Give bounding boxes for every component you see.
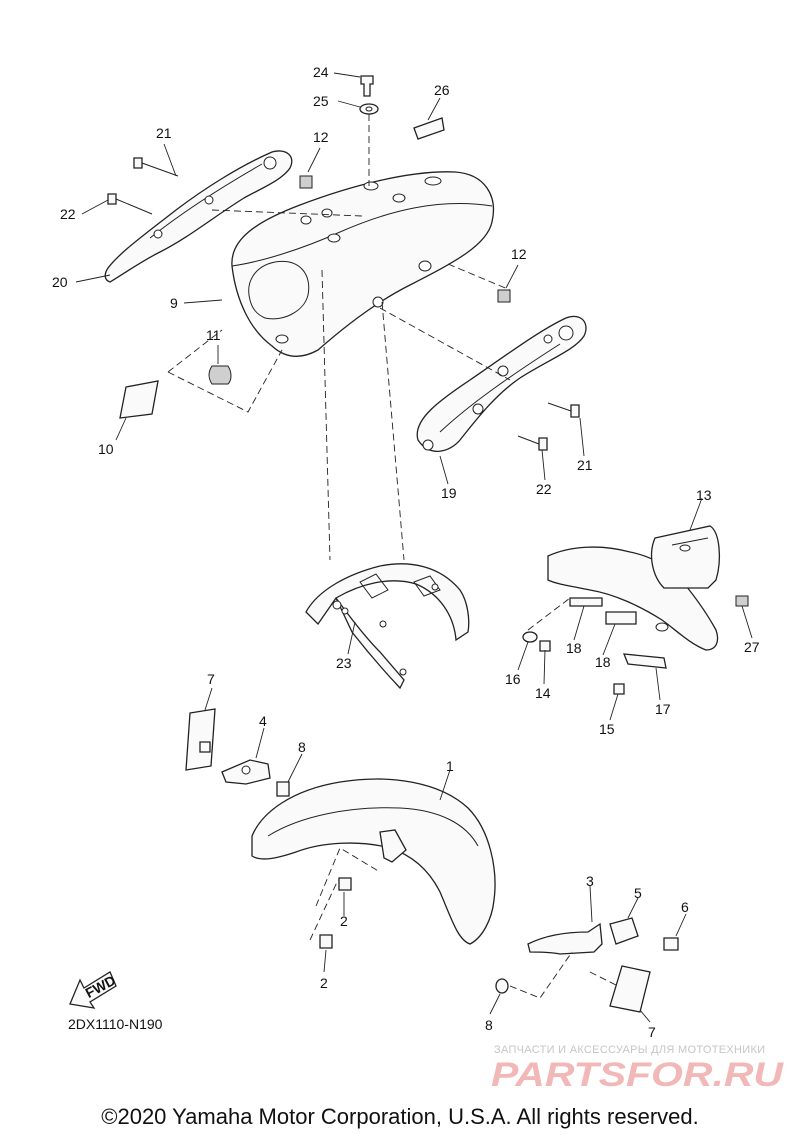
callout-6: 6	[681, 899, 689, 915]
callout-7: 7	[207, 671, 215, 687]
fender-stay	[305, 563, 470, 690]
fwd-arrow-icon: FWD	[69, 971, 118, 1009]
callout-18: 18	[595, 654, 611, 670]
callout-2: 2	[340, 913, 348, 929]
callout-21: 21	[577, 457, 593, 473]
callout-5: 5	[634, 885, 642, 901]
right-side-rail	[416, 315, 587, 452]
callouts: 24 25 26 21 12 22 20 9 12 11 10 19 21 22…	[52, 64, 760, 1040]
callout-17: 17	[655, 701, 671, 717]
callout-22: 22	[60, 206, 76, 222]
callout-13: 13	[696, 487, 712, 503]
callout-4: 4	[259, 713, 267, 729]
assembly-lines	[167, 114, 619, 999]
callout-26: 26	[434, 82, 450, 98]
watermark-tagline: ЗАПЧАСТИ И АКСЕССУАРЫ ДЛЯ МОТОТЕХНИКИ	[494, 1044, 766, 1056]
callout-10: 10	[98, 441, 114, 457]
callout-25: 25	[313, 93, 329, 109]
watermark-logo: PARTSFOR.RU	[491, 1056, 785, 1094]
callout-27: 27	[744, 639, 760, 655]
callout-18: 18	[566, 640, 582, 656]
callout-8: 8	[485, 1017, 493, 1033]
tail-bracket	[522, 525, 749, 695]
leader-lines	[75, 72, 753, 1023]
callout-20: 20	[52, 274, 68, 290]
callout-15: 15	[599, 721, 615, 737]
callout-9: 9	[170, 295, 178, 311]
callout-19: 19	[441, 485, 457, 501]
callout-12: 12	[313, 129, 329, 145]
callout-1: 1	[446, 758, 454, 774]
svg-text:PARTSFOR.RU: PARTSFOR.RU	[491, 1056, 785, 1094]
copyright-notice: ©2020 Yamaha Motor Corporation, U.S.A. A…	[101, 1104, 699, 1129]
callout-8: 8	[298, 739, 306, 755]
front-fender	[185, 708, 679, 1013]
callout-14: 14	[535, 685, 551, 701]
callout-16: 16	[505, 671, 521, 687]
left-side-rail	[104, 150, 293, 283]
callout-12: 12	[511, 246, 527, 262]
callout-24: 24	[313, 64, 329, 80]
diagram-code: 2DX1110-N190	[68, 1016, 163, 1032]
callout-7: 7	[648, 1024, 656, 1040]
callout-21: 21	[156, 125, 172, 141]
fwd-label: FWD	[82, 972, 118, 1001]
callout-2: 2	[320, 975, 328, 991]
callout-3: 3	[586, 873, 594, 889]
callout-23: 23	[336, 655, 352, 671]
callout-22: 22	[536, 481, 552, 497]
callout-11: 11	[206, 327, 221, 343]
